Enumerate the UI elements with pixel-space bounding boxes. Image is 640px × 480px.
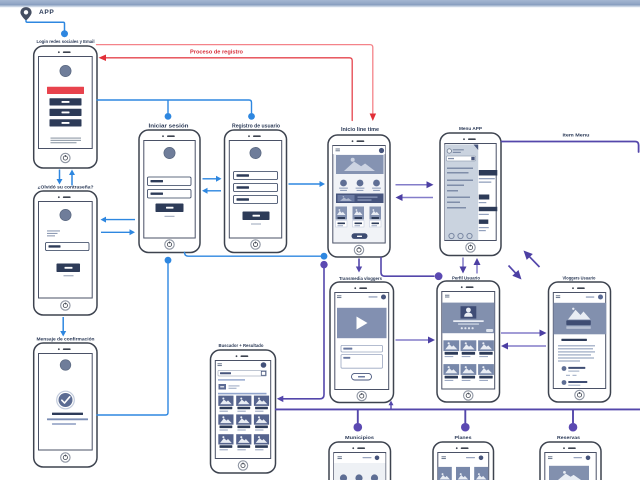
svg-text:Iniciar sesión: Iniciar sesión	[149, 124, 189, 130]
svg-text:Buscador + Resultado: Buscador + Resultado	[219, 343, 264, 349]
svg-text:Transmedia vloggers: Transmedia vloggers	[339, 276, 382, 281]
svg-text:Inicio line time: Inicio line time	[341, 127, 379, 133]
svg-text:¿Olvidó su contraseña?: ¿Olvidó su contraseña?	[38, 185, 94, 190]
svg-text:Municipios: Municipios	[345, 435, 374, 441]
svg-text:Reservas: Reservas	[557, 435, 580, 441]
svg-text:APP: APP	[39, 9, 54, 16]
svg-text:Login redes sociales y Email: Login redes sociales y Email	[37, 39, 95, 44]
svg-text:Menu APP: Menu APP	[459, 126, 483, 132]
svg-text:Registro de usuario: Registro de usuario	[232, 124, 280, 130]
svg-text:Vloggers Usuario: Vloggers Usuario	[563, 275, 596, 280]
svg-text:Proceso de registro: Proceso de registro	[190, 50, 243, 56]
svg-text:Perfil Usuario: Perfil Usuario	[452, 275, 480, 280]
svg-text:Mensaje de confirmación: Mensaje de confirmación	[37, 337, 95, 342]
svg-text:Item Menu: Item Menu	[563, 133, 590, 139]
svg-text:Planes: Planes	[455, 435, 472, 441]
